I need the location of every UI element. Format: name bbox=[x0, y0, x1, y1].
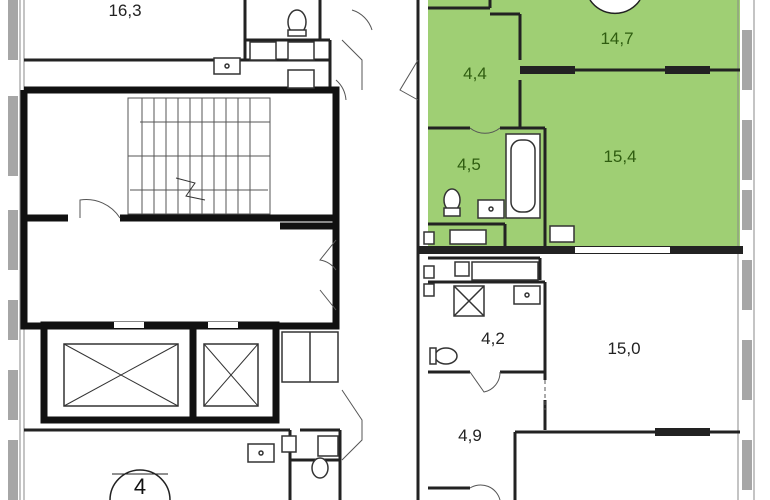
right-facade-windows bbox=[742, 30, 752, 490]
room-area-15-4: 15,4 bbox=[603, 147, 636, 166]
shower-icon bbox=[453, 285, 485, 317]
sink-icon bbox=[213, 57, 241, 75]
elevator bbox=[40, 321, 280, 424]
toilet-icon bbox=[443, 188, 461, 217]
room-area-4-9: 4,9 bbox=[458, 426, 482, 445]
window-segment bbox=[665, 66, 710, 74]
staircase-core bbox=[20, 86, 340, 330]
doors bbox=[79, 9, 501, 500]
room-area-14-7: 14,7 bbox=[600, 29, 633, 48]
room-area-16-3: 16,3 bbox=[108, 1, 141, 20]
toilet-icon bbox=[429, 347, 458, 365]
sink-icon bbox=[477, 199, 505, 219]
window-segment bbox=[520, 66, 575, 74]
highlighted-apartment[interactable] bbox=[428, 0, 740, 248]
window-segment bbox=[575, 247, 670, 253]
room-area-15-0: 15,0 bbox=[607, 339, 640, 358]
svg-text:4: 4 bbox=[134, 474, 146, 499]
apartment-badge: 4 bbox=[109, 469, 171, 500]
room-area-4-4: 4,4 bbox=[463, 64, 487, 83]
toilet-icon bbox=[311, 457, 329, 479]
bathtub-icon bbox=[505, 133, 541, 219]
sink-icon bbox=[549, 225, 575, 243]
staircase bbox=[127, 97, 271, 215]
room-area-4-2: 4,2 bbox=[481, 329, 505, 348]
wall-segment bbox=[655, 428, 710, 436]
sink-icon bbox=[513, 285, 541, 305]
sink-icon bbox=[247, 443, 275, 463]
toilet-icon bbox=[287, 9, 307, 37]
utility-closet bbox=[281, 331, 339, 383]
apartment-number-circle bbox=[589, 0, 641, 15]
left-facade-windows bbox=[8, 0, 18, 500]
service-boxes bbox=[249, 41, 539, 457]
room-area-4-5: 4,5 bbox=[457, 155, 481, 174]
